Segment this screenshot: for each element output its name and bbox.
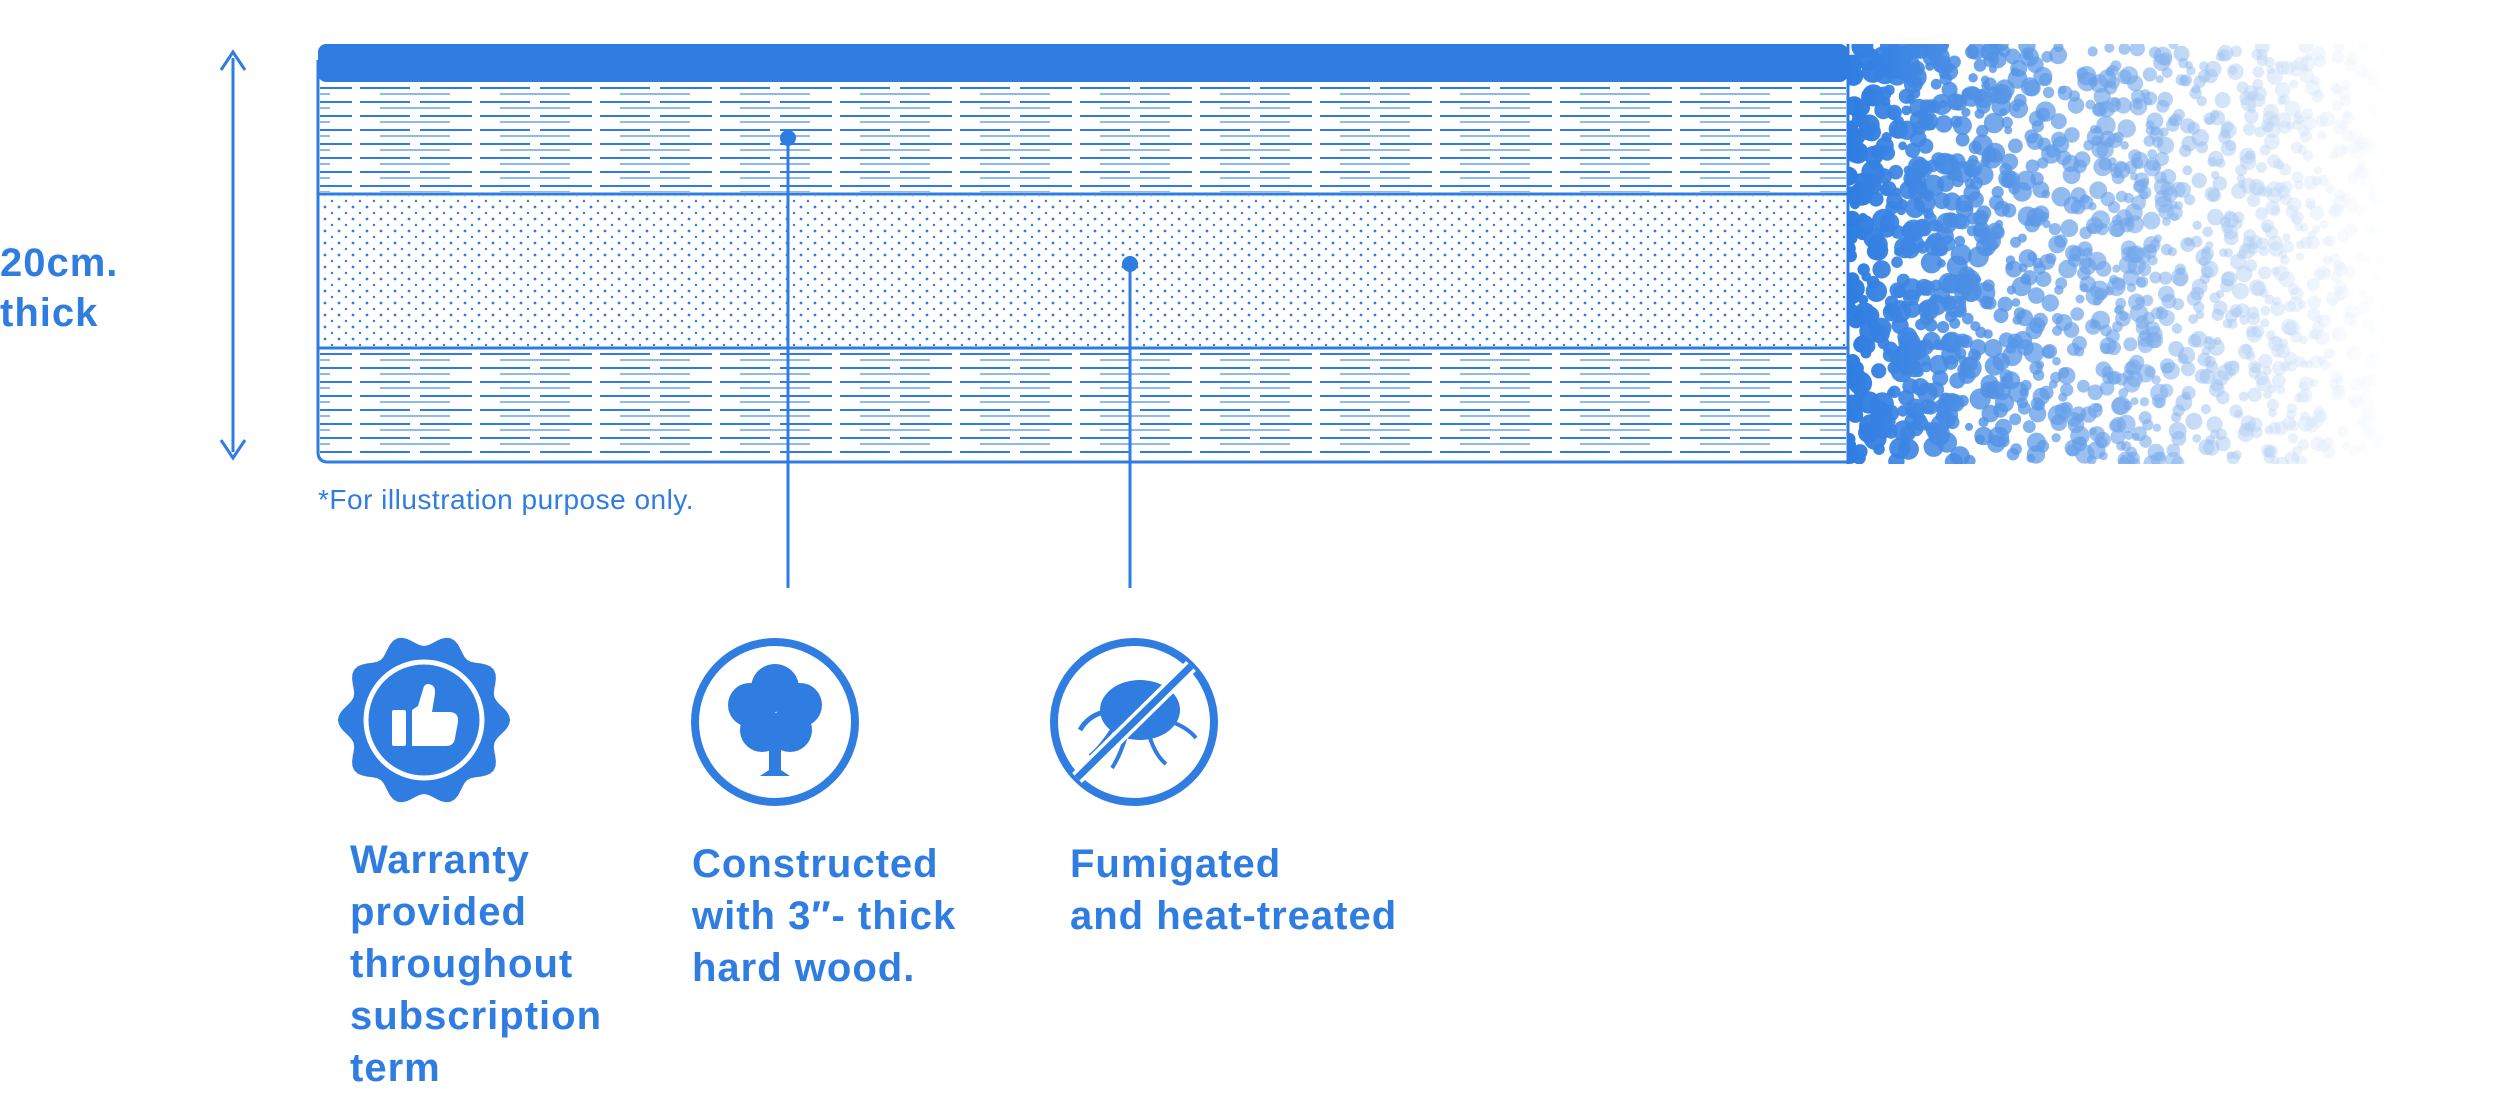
feature-line: and heat-treated <box>1070 894 1398 938</box>
feature-line: subscription <box>350 994 603 1038</box>
foam-cutaway <box>1848 44 2390 464</box>
feature-line: throughout <box>350 942 574 986</box>
feature-fumigated-text: Fumigated and heat-treated <box>1070 838 1397 942</box>
feature-line: term <box>350 1046 441 1090</box>
mattress-body <box>316 44 1850 464</box>
feature-line: provided <box>350 890 527 934</box>
thickness-label: 20cm. thick <box>0 238 180 338</box>
mattress-middle-layer <box>320 196 1846 346</box>
callout-middle-layer <box>1122 256 1138 588</box>
mattress-top-band <box>318 44 1848 82</box>
mattress-top-layer <box>320 82 1846 192</box>
feature-hardwood-text: Constructed with 3″- thick hard wood. <box>692 838 956 994</box>
feature-line: Fumigated <box>1070 842 1282 886</box>
illustration-disclaimer: *For illustration purpose only. <box>318 484 695 515</box>
feature-line: with 3″- thick <box>692 894 957 938</box>
mattress-bottom-layer <box>320 352 1846 456</box>
callout-top-layer <box>780 130 796 588</box>
no-dust-mite-icon <box>1050 638 1218 806</box>
thickness-value: 20cm. <box>0 241 119 285</box>
feature-line: Warranty <box>350 838 530 882</box>
tree-icon <box>691 638 859 806</box>
thumbs-up-badge-icon <box>338 637 510 803</box>
thickness-arrow <box>219 49 247 461</box>
feature-line: Constructed <box>692 842 939 886</box>
feature-line: hard wood. <box>692 946 916 990</box>
feature-warranty-text: Warranty provided throughout subscriptio… <box>350 834 602 1094</box>
thickness-word: thick <box>0 291 99 335</box>
